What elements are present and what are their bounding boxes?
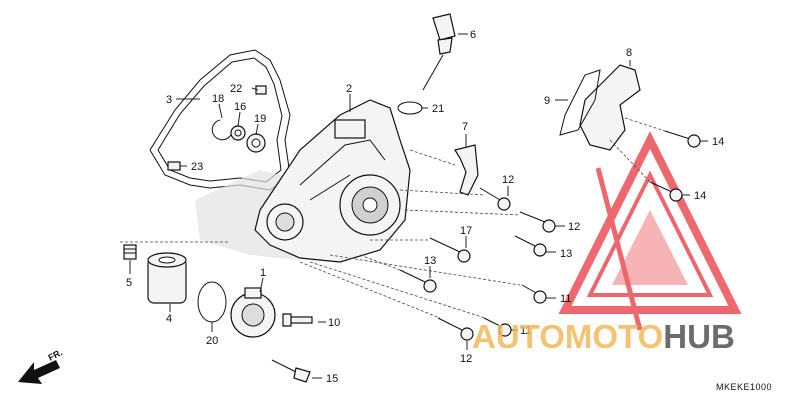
- callout-1: 1: [260, 267, 266, 279]
- part-4-oil-filter: [147, 252, 187, 304]
- bolt-13-b: [399, 269, 437, 293]
- bolt-12-b: [519, 211, 556, 233]
- callout-11-a: 11: [560, 293, 571, 305]
- callout-22: 22: [230, 83, 242, 95]
- callout-14-a: 14: [712, 136, 724, 148]
- part-23-dowel: [167, 161, 181, 171]
- part-18-circlip: [211, 119, 233, 141]
- callout-4: 4: [166, 313, 172, 325]
- callout-numbers: 1 2 3 4 5 6 7 8 9 10 11 11 12 12 12 13 1…: [126, 29, 724, 385]
- callout-21: 21: [432, 103, 444, 115]
- part-5-spring: [123, 244, 137, 260]
- left-crankcase-cover: [254, 99, 411, 263]
- watermark-text-part1: AUTOMOTO: [472, 318, 664, 355]
- callout-12-b: 12: [568, 221, 580, 233]
- part-19-oil-seal: [246, 133, 266, 153]
- watermark-text-part2: HUB: [663, 318, 735, 355]
- watermark-text: AUTOMOTOHUB: [472, 318, 735, 356]
- callout-19: 19: [254, 113, 266, 125]
- front-arrow-icon: [18, 360, 60, 384]
- callout-15: 15: [326, 373, 338, 385]
- callout-14-b: 14: [694, 190, 706, 202]
- part-7-bracket: [454, 144, 479, 196]
- callout-13-a: 13: [560, 248, 572, 260]
- callout-3: 3: [166, 94, 172, 106]
- part-21-o-ring: [397, 101, 423, 115]
- bolt-11-b: [483, 317, 512, 337]
- callout-6: 6: [470, 29, 476, 41]
- callout-12-c: 12: [460, 353, 472, 365]
- bolt-13-a: [514, 235, 547, 257]
- callout-8: 8: [626, 47, 632, 59]
- part-9-cover-gasket: [559, 69, 601, 136]
- callout-12-a: 12: [502, 174, 514, 186]
- part-6-oil-dipstick: [422, 13, 456, 91]
- part-1-oil-filter-cover: [230, 287, 276, 338]
- callout-5: 5: [126, 277, 132, 289]
- bolt-17: [429, 237, 471, 263]
- watermark-triangle-logo: [558, 131, 742, 331]
- bolt-12-c: [437, 317, 474, 341]
- callout-9: 9: [544, 95, 550, 107]
- leader-lines: [129, 33, 708, 379]
- diagram-code: MKEKE1000: [715, 382, 772, 392]
- callout-16: 16: [234, 101, 246, 113]
- callout-23: 23: [191, 161, 203, 173]
- callout-11-b: 11: [520, 325, 531, 337]
- callout-13-b: 13: [424, 255, 436, 267]
- callout-7: 7: [462, 121, 468, 133]
- part-8-sprocket-cover: [579, 64, 641, 151]
- callout-18: 18: [212, 93, 224, 105]
- part-16-washer: [230, 125, 246, 141]
- bolt-10: [282, 313, 313, 327]
- part-20-o-ring: [197, 281, 227, 323]
- callout-2: 2: [346, 83, 352, 95]
- callout-20: 20: [206, 335, 218, 347]
- callout-17: 17: [460, 225, 472, 237]
- bolt-11-a: [521, 284, 547, 304]
- callout-10: 10: [328, 317, 340, 329]
- cover-gasket: [149, 49, 291, 191]
- bolt-15: [271, 359, 311, 383]
- bolt-14-a: [664, 130, 701, 148]
- part-22-dowel: [255, 85, 267, 95]
- bolt-12-a: [479, 187, 511, 211]
